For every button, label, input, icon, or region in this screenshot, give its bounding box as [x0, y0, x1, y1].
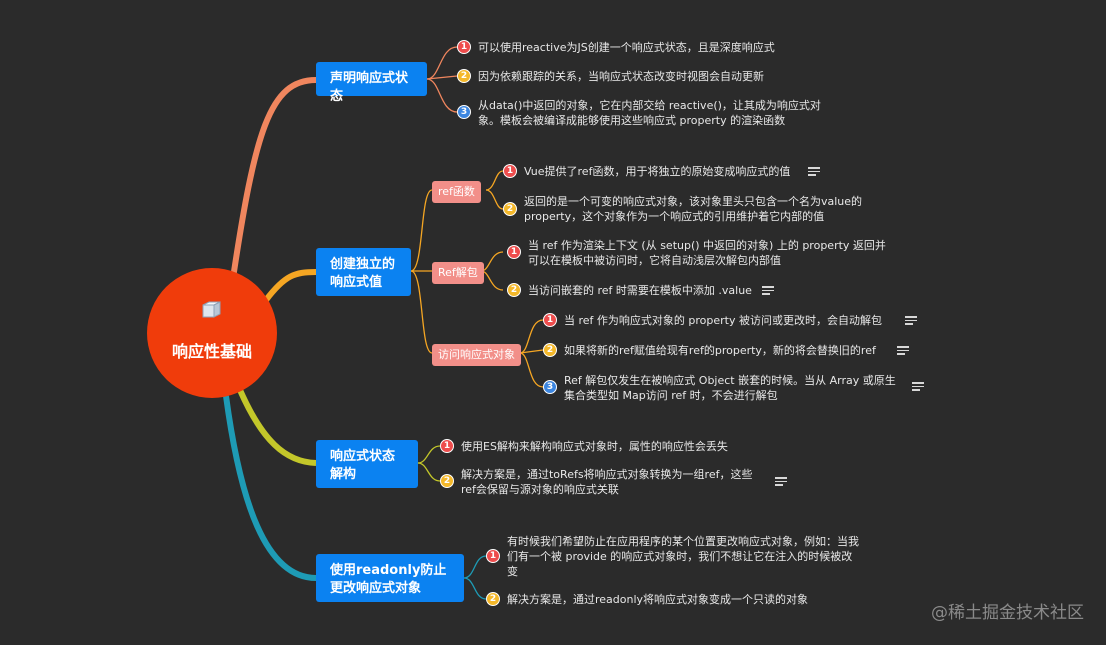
leaf-text: 返回的是一个可变的响应式对象，该对象里头只包含一个名为value的propert…: [524, 195, 863, 223]
root-title: 响应性基础: [171, 342, 252, 361]
branch-standalone-reactive-values[interactable]: 创建独立的响应式值: [316, 248, 411, 296]
group-access-reactive-object[interactable]: 访问响应式对象: [432, 344, 521, 366]
priority-1-icon: 1: [543, 313, 557, 327]
root-node[interactable]: 响应性基础: [147, 268, 277, 398]
leaf-text: 解决方案是，通过readonly将响应式对象变成一个只读的对象: [507, 593, 809, 606]
leaf-text: Vue提供了ref函数，用于将独立的原始变成响应式的值: [524, 165, 791, 178]
leaf-text: 当访问嵌套的 ref 时需要在模板中添加 .value: [528, 284, 752, 297]
leaf-text: 从data()中返回的对象，它在内部交给 reactive()，让其成为响应式对…: [478, 99, 821, 127]
priority-3-icon: 3: [543, 380, 557, 394]
branch-reactive-destructuring[interactable]: 响应式状态解构: [316, 440, 418, 488]
priority-2-icon: 2: [486, 592, 500, 606]
note-icon[interactable]: [775, 477, 787, 486]
priority-1-icon: 1: [507, 245, 521, 259]
group-ref-unwrap[interactable]: Ref解包: [432, 262, 484, 284]
leaf-text: 因为依赖跟踪的关系，当响应式状态改变时视图会自动更新: [478, 70, 764, 83]
priority-3-icon: 3: [457, 105, 471, 119]
leaf-text: 可以使用reactive为JS创建一个响应式状态，且是深度响应式: [478, 41, 775, 54]
note-icon[interactable]: [762, 286, 774, 295]
watermark: @稀土掘金技术社区: [931, 603, 1084, 623]
leaf-text: Ref 解包仅发生在被响应式 Object 嵌套的时候。当从 Array 或原生…: [564, 374, 896, 402]
priority-1-icon: 1: [503, 164, 517, 178]
branch-label: 创建独立的响应式值: [330, 257, 396, 290]
leaf-text: 有时候我们希望防止在应用程序的某个位置更改响应式对象，例如：当我们有一个被 pr…: [507, 535, 859, 578]
branch-label: 声明响应式状态: [330, 71, 409, 104]
note-icon[interactable]: [808, 167, 820, 176]
note-icon[interactable]: [912, 382, 924, 391]
note-icon[interactable]: [905, 316, 917, 325]
branch-declare-reactive-state[interactable]: 声明响应式状态: [316, 62, 427, 104]
priority-1-icon: 1: [486, 549, 500, 563]
branch-readonly[interactable]: 使用readonly防止更改响应式对象: [316, 554, 464, 602]
priority-1-icon: 1: [440, 439, 454, 453]
group-label: ref函数: [438, 185, 475, 198]
group-ref-function[interactable]: ref函数: [432, 181, 481, 203]
leaf-text: 当 ref 作为渲染上下文 (从 setup() 中返回的对象) 上的 prop…: [528, 239, 886, 267]
branch-label: 使用readonly防止更改响应式对象: [330, 563, 447, 596]
group-label: Ref解包: [438, 266, 478, 279]
priority-2-icon: 2: [503, 202, 517, 216]
priority-2-icon: 2: [543, 343, 557, 357]
priority-2-icon: 2: [507, 283, 521, 297]
leaf-text: 如果将新的ref赋值给现有ref的property，新的将会替换旧的ref: [564, 344, 876, 357]
leaf-text: 当 ref 作为响应式对象的 property 被访问或更改时，会自动解包: [564, 314, 882, 327]
leaf-text: 解决方案是，通过toRefs将响应式对象转换为一组ref，这些ref会保留与源对…: [461, 468, 753, 496]
branch-label: 响应式状态解构: [330, 449, 396, 482]
priority-2-icon: 2: [440, 474, 454, 488]
priority-2-icon: 2: [457, 69, 471, 83]
leaf-text: 使用ES解构来解构响应式对象时，属性的响应性会丢失: [461, 440, 728, 453]
priority-1-icon: 1: [457, 40, 471, 54]
group-label: 访问响应式对象: [438, 348, 515, 361]
cube-icon: [202, 301, 221, 318]
note-icon[interactable]: [897, 346, 909, 355]
